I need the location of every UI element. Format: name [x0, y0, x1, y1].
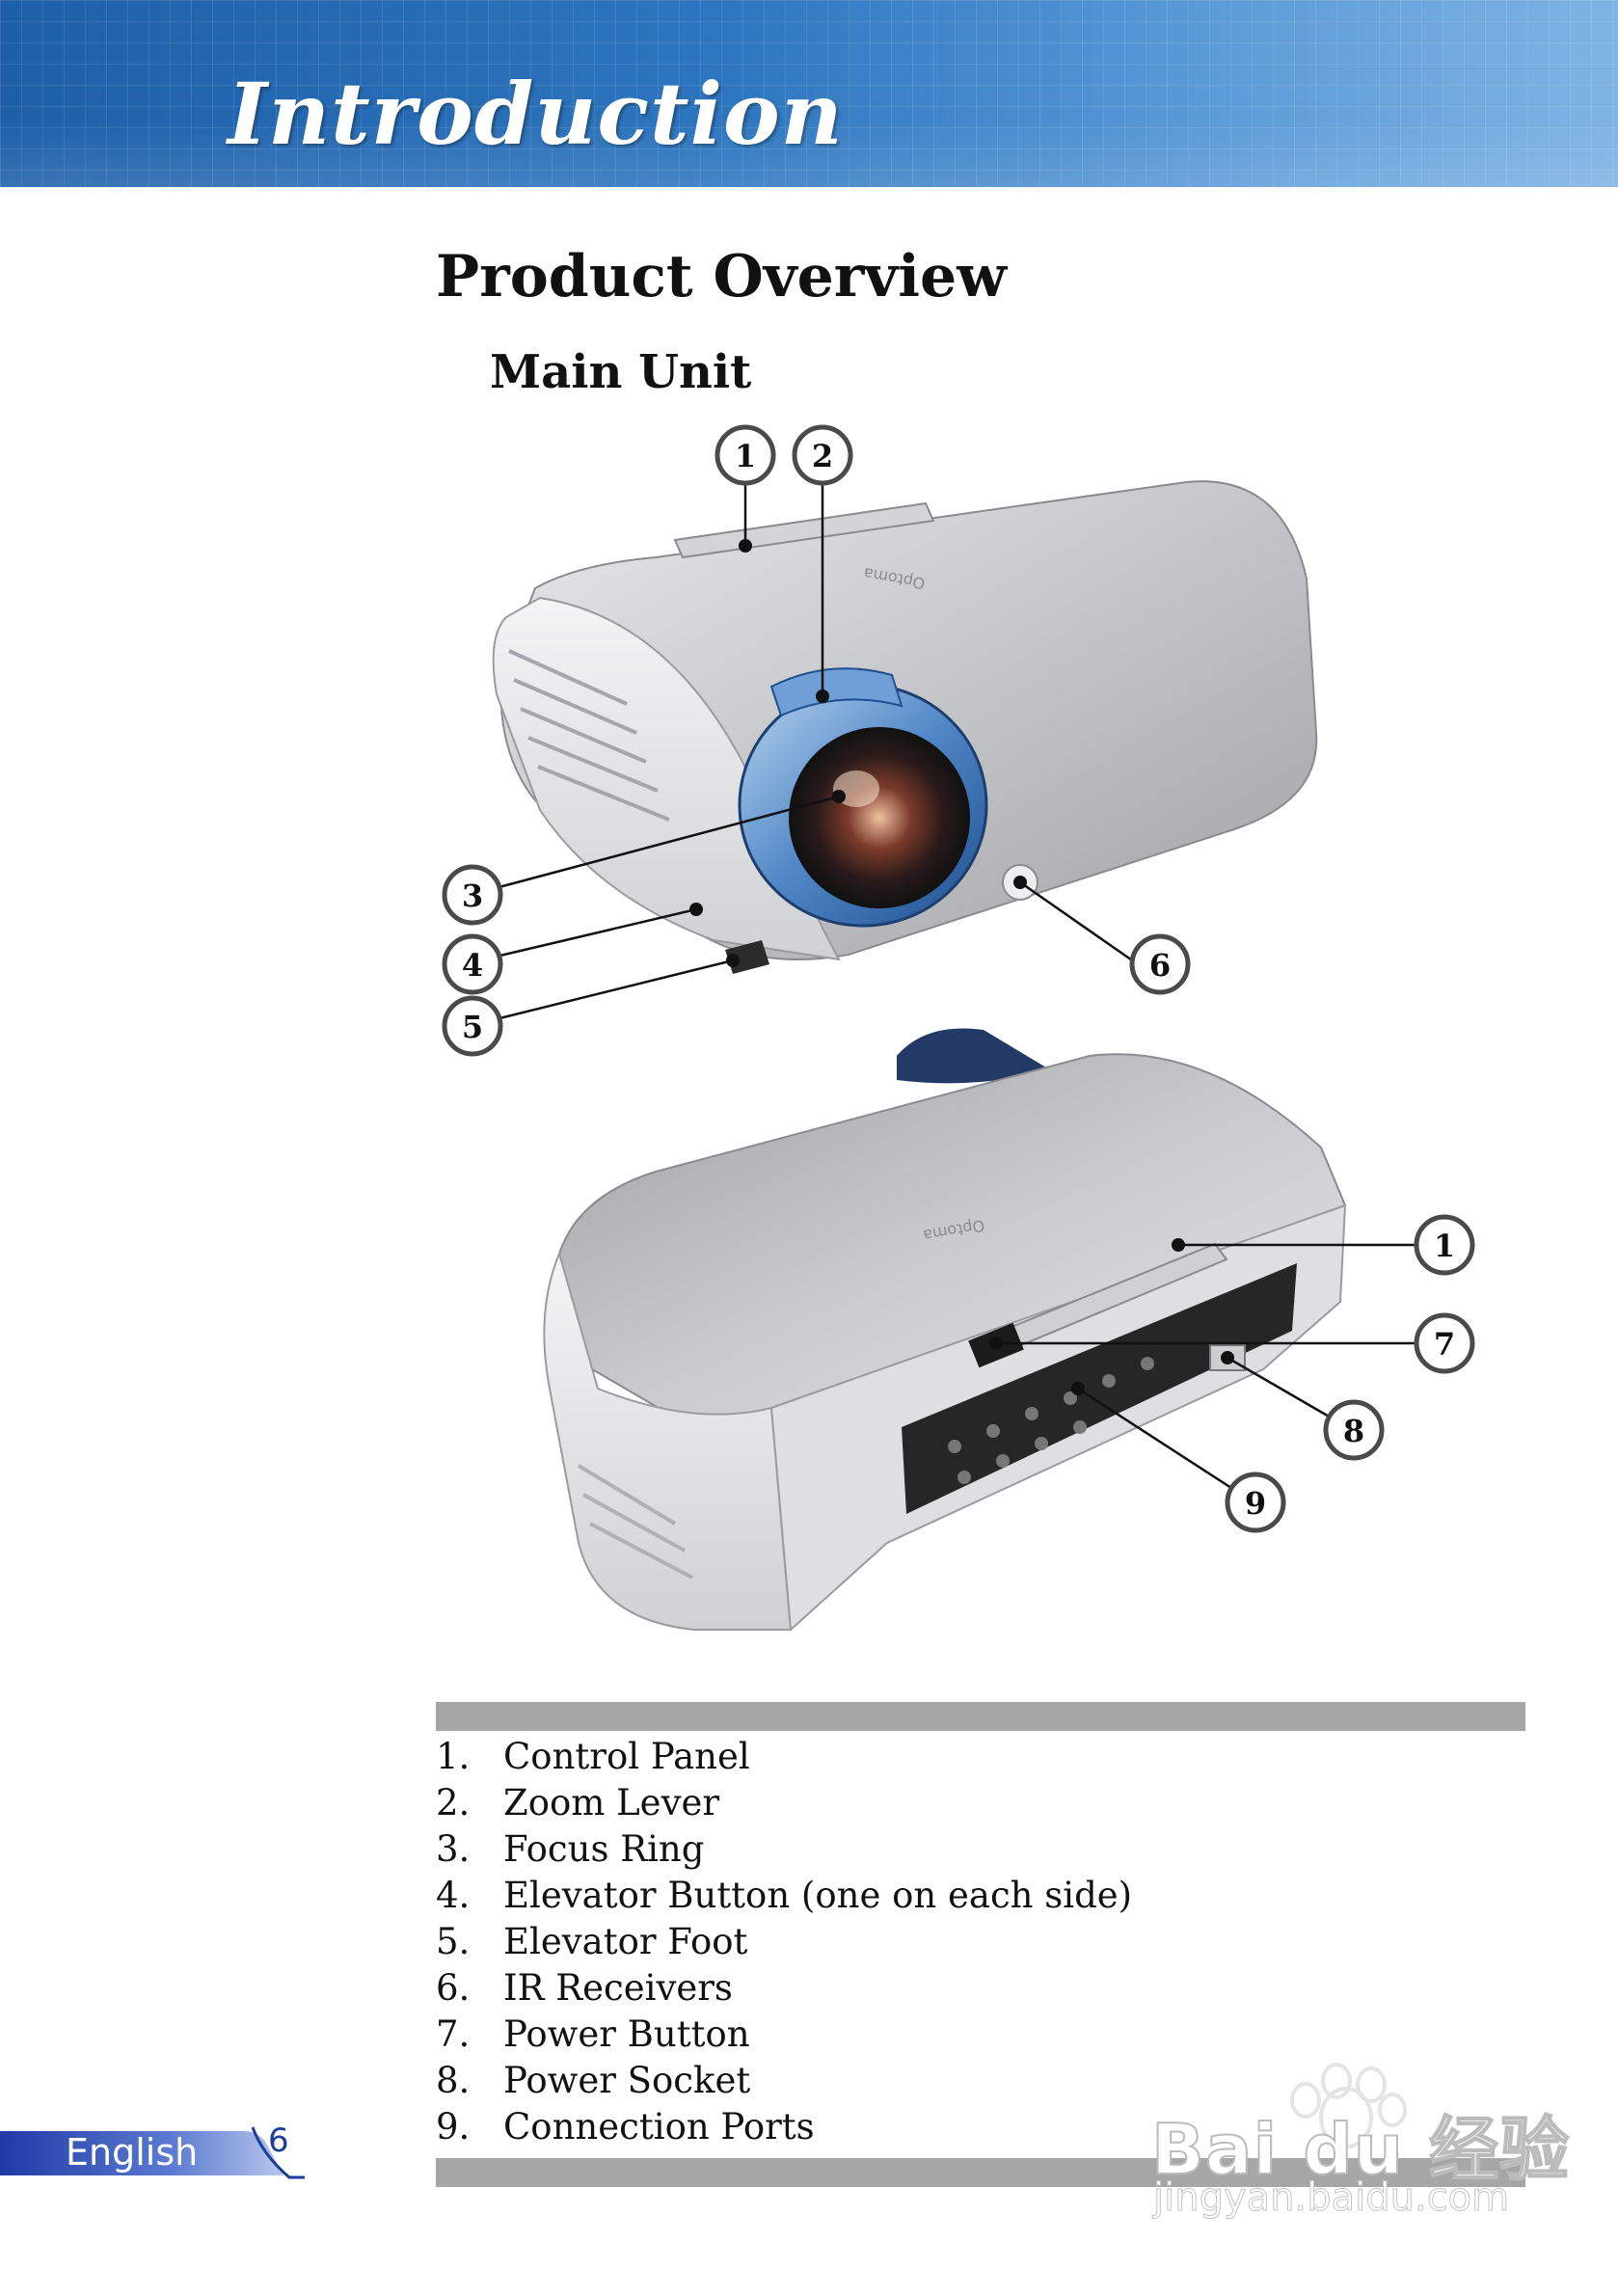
leader-dots	[689, 539, 1234, 1395]
legend-item-label: Zoom Lever	[503, 1782, 720, 1823]
callout-label: 6	[1149, 947, 1171, 984]
legend-item: 8. Power Socket	[436, 2058, 1525, 2104]
front-projector: Optoma	[492, 480, 1318, 974]
legend-item-number: 4.	[436, 1875, 471, 1916]
legend-item-number: 3.	[436, 1828, 471, 1870]
legend-bottom-rule	[436, 2158, 1525, 2187]
callout-label: 4	[462, 947, 483, 984]
callout-label: 1	[735, 438, 756, 474]
callout-label: 7	[1434, 1326, 1455, 1363]
banner-shade	[0, 120, 1618, 187]
legend-item-label: Power Socket	[503, 2060, 751, 2101]
section-subtitle: Main Unit	[490, 345, 752, 399]
legend-item-label: Focus Ring	[503, 1828, 705, 1870]
legend-top-rule	[436, 1702, 1525, 1731]
watermark-brand: Bai du 经验	[1150, 2108, 1571, 2191]
page-number: 6	[268, 2121, 289, 2160]
legend-item-number: 8.	[436, 2060, 471, 2101]
legend-item: 1. Control Panel	[436, 1734, 1525, 1780]
legend-item-label: Power Button	[503, 2013, 750, 2055]
legend-item: 9. Connection Ports	[436, 2104, 1525, 2150]
legend-item-label: Elevator Button (one on each side)	[503, 1875, 1133, 1916]
legend-item-number: 9.	[436, 2106, 471, 2147]
legend-item: 2. Zoom Lever	[436, 1780, 1525, 1826]
baidu-paw-watermark-icon	[1290, 2063, 1407, 2148]
callout-label: 3	[462, 878, 483, 914]
callout-label: 1	[1434, 1228, 1455, 1264]
banner-grid-pattern	[0, 0, 1618, 187]
legend-item-label: IR Receivers	[503, 1967, 733, 2009]
chapter-title: Introduction	[228, 64, 844, 164]
legend-item-label: Control Panel	[503, 1736, 750, 1777]
legend-item: 4. Elevator Button (one on each side)	[436, 1873, 1525, 1919]
legend-item-number: 5.	[436, 1921, 471, 1962]
callout-rear-7: 7	[1414, 1312, 1475, 1374]
callout-label: 9	[1245, 1485, 1266, 1522]
legend-item-number: 7.	[436, 2013, 471, 2055]
footer-language-tab	[0, 2126, 305, 2179]
watermark-url: jingyan.baidu.com	[1152, 2175, 1510, 2221]
legend-item-number: 1.	[436, 1736, 471, 1777]
legend-item-label: Elevator Foot	[503, 1921, 748, 1962]
section-title: Product Overview	[436, 243, 1007, 311]
callout-front-4: 4	[442, 933, 503, 995]
callout-label: 8	[1343, 1413, 1364, 1449]
product-illustration: Optoma Optoma	[415, 415, 1504, 1668]
callout-rear-1: 1	[1414, 1214, 1475, 1276]
legend-item: 6. IR Receivers	[436, 1965, 1525, 2012]
legend-item-label: Connection Ports	[503, 2106, 815, 2147]
legend-item-number: 2.	[436, 1782, 471, 1823]
callout-label: 2	[812, 438, 833, 474]
footer-language: English	[66, 2131, 199, 2174]
callout-rear-9: 9	[1225, 1472, 1286, 1533]
leader-lines	[491, 482, 1417, 1492]
callout-front-3: 3	[442, 864, 503, 926]
legend-item: 5. Elevator Foot	[436, 1919, 1525, 1965]
legend-item: 3. Focus Ring	[436, 1826, 1525, 1873]
callout-front-5: 5	[442, 995, 503, 1057]
legend-item-number: 6.	[436, 1967, 471, 2009]
callout-rear-8: 8	[1323, 1399, 1385, 1461]
callout-front-6: 6	[1129, 933, 1191, 995]
callout-front-1: 1	[715, 424, 776, 486]
legend-item: 7. Power Button	[436, 2012, 1525, 2058]
parts-legend: 1. Control Panel 2. Zoom Lever 3. Focus Rin…	[436, 1734, 1525, 2150]
header-banner: Introduction	[0, 0, 1618, 187]
rear-projector: Optoma	[543, 1028, 1347, 1633]
callout-front-2: 2	[792, 424, 853, 486]
callout-label: 5	[462, 1009, 483, 1045]
